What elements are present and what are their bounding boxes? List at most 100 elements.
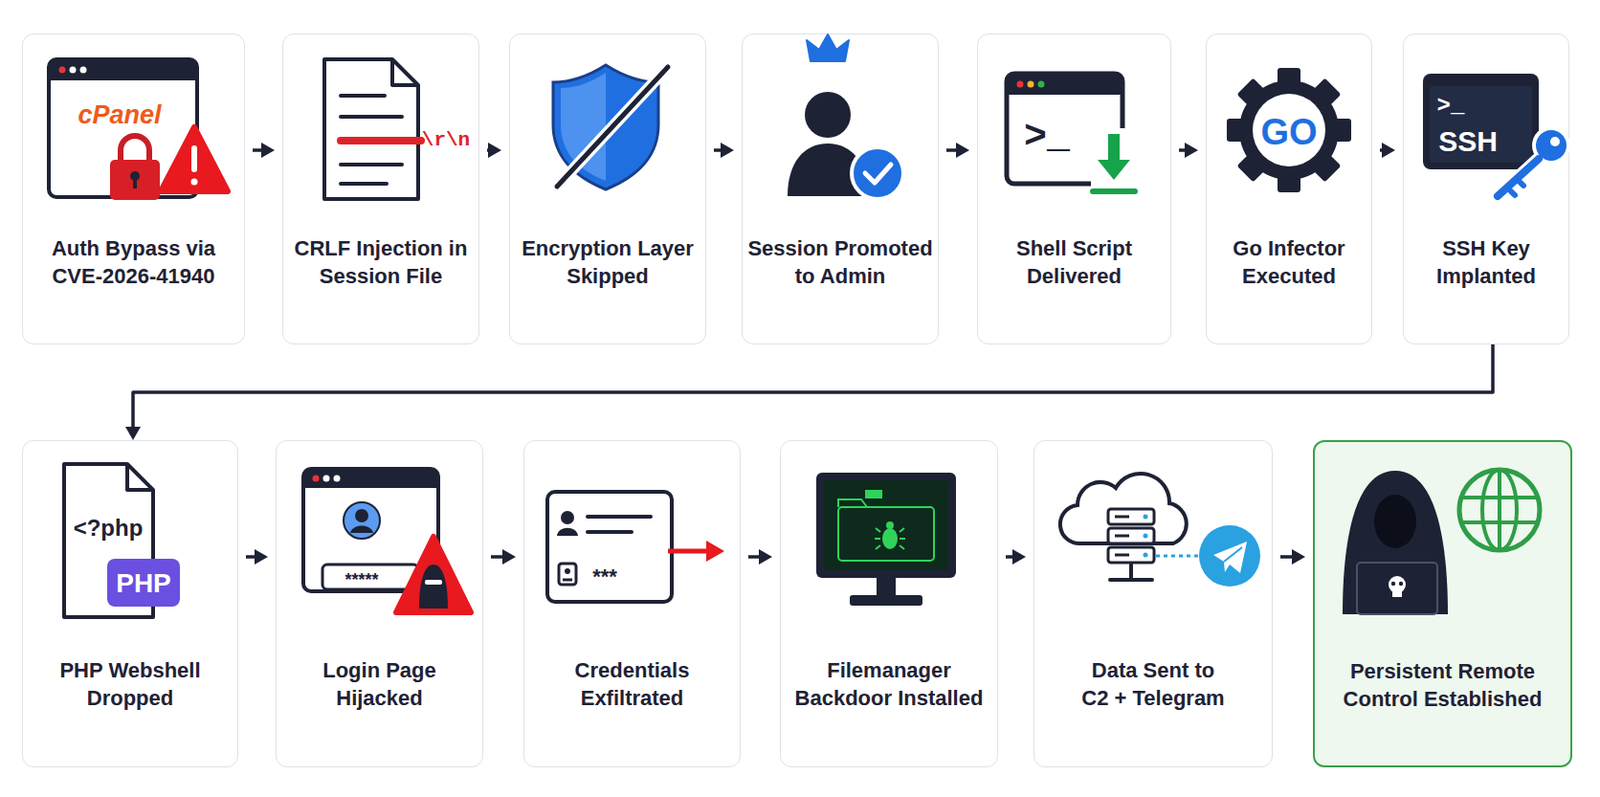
- credential-card-icon: [547, 491, 672, 602]
- monitor-icon: [816, 472, 956, 606]
- monitor-icon-part: [874, 528, 906, 550]
- monitor-icon-part: [849, 595, 923, 606]
- key-icon-part: [1497, 158, 1539, 197]
- step-text-group: Encryption Layer Skipped: [513, 235, 702, 290]
- padlock-icon: [110, 135, 160, 200]
- gear-icon-part: [1326, 118, 1352, 142]
- login-page-icon-part: [355, 509, 369, 523]
- gear-icon-part-part: [1277, 67, 1301, 93]
- flow-arrow: [1379, 142, 1396, 158]
- key-icon-part: [1550, 136, 1560, 147]
- download-arrow-part: [1108, 133, 1120, 163]
- cloud-server-icon-part: [1155, 555, 1199, 558]
- globe-icon-part: [1482, 469, 1517, 551]
- credential-card-icon-part: [560, 511, 575, 525]
- telegram-icon: [1199, 525, 1261, 587]
- step-title: PHP Webshell Dropped: [26, 657, 234, 712]
- step-title: Filemanager Backdoor Installed: [784, 657, 994, 712]
- flow-arrow: [487, 142, 502, 158]
- admin-icon-part: [865, 164, 891, 183]
- gear-icon-part: [1307, 78, 1341, 112]
- attack-step-box: CRLF Injection in Session File: [282, 33, 480, 345]
- key-icon-part: [1507, 178, 1524, 196]
- arrow-line: [1178, 148, 1189, 153]
- step-title: Encryption Layer Skipped: [513, 235, 702, 290]
- step-text-group: Data Sent to C2 + Telegram: [1038, 657, 1268, 712]
- warning-triangle-part: [191, 178, 199, 186]
- hacker-icon-part: [1399, 581, 1403, 586]
- step-text-group: Persistent Remote Control Established: [1318, 658, 1567, 713]
- cloud-server-icon-part: [1108, 528, 1155, 544]
- arrow-line: [245, 555, 259, 559]
- gear-icon-part: [1277, 67, 1301, 93]
- document-icon-part: [392, 59, 419, 86]
- shield-icon-part: [553, 65, 659, 190]
- login-page-icon-part: [333, 475, 341, 483]
- globe-icon-part: [1459, 469, 1540, 551]
- arrow-line: [1379, 148, 1386, 153]
- arrow-line: [133, 344, 1493, 431]
- globe-icon-part: [1461, 469, 1538, 551]
- shield-icon-part: [556, 66, 668, 187]
- cloud-server-icon-part: [1143, 533, 1149, 539]
- step-text-group: Login Page Hijacked: [280, 657, 479, 712]
- step-title: Go Infector Executed: [1210, 235, 1368, 290]
- monitor-icon-part: [823, 480, 949, 571]
- terminal-icon-part: [1006, 73, 1123, 184]
- download-arrow-part: [1090, 128, 1139, 200]
- monitor-icon-part: [882, 528, 898, 550]
- flow-arrow: [1280, 549, 1306, 565]
- cpanel-icon-part: [48, 59, 198, 198]
- attack-step-box: Filemanager Backdoor Installed: [779, 440, 999, 768]
- cpanel-icon-part: [48, 70, 198, 81]
- cloud-server-icon: [1060, 473, 1199, 580]
- step-title: Auth Bypass via CVE-2026-41940: [26, 235, 241, 290]
- arrow-head: [254, 549, 268, 565]
- cpanel-icon-part: [80, 66, 88, 74]
- download-arrow-part: [1092, 188, 1135, 195]
- flow-arrow: [748, 549, 773, 565]
- terminal-icon-part: [1017, 81, 1024, 89]
- login-page-icon-part: [343, 502, 380, 539]
- globe-icon: [1459, 469, 1540, 551]
- monitor-icon-part: [886, 521, 894, 530]
- flow-arrow: [713, 142, 734, 158]
- gear-icon-part-part: [1326, 118, 1352, 142]
- terminal-icon-part: [1027, 81, 1035, 89]
- step-title: Persistent Remote Control Established: [1318, 658, 1567, 713]
- gear-icon-part-part: [1307, 78, 1341, 112]
- attack-step-box: Go Infector Executed: [1205, 33, 1373, 345]
- login-page-icon-part: [303, 468, 439, 592]
- arrow-head: [955, 142, 970, 158]
- cloud-server-icon-part: [1143, 553, 1149, 558]
- warning-triangle-part: [160, 127, 228, 192]
- step-text-group: Shell Script Delivered: [981, 235, 1167, 290]
- attack-step-box: Data Sent to C2 + Telegram: [1033, 440, 1273, 768]
- terminal-icon: [1006, 73, 1123, 184]
- credential-card-icon-part: [564, 568, 571, 575]
- step-text-group: PHP Webshell Dropped: [26, 657, 234, 712]
- download-arrow-part: [1097, 159, 1131, 180]
- hacker-icon-part: [1356, 562, 1438, 615]
- gear-icon-part-part: [1237, 78, 1271, 112]
- gear-icon-part-part: [1277, 167, 1301, 193]
- cpanel-icon: [48, 59, 198, 198]
- gear-icon: [1226, 67, 1352, 193]
- document-icon-part: [324, 59, 419, 200]
- cloud-server-icon-part: [1143, 514, 1149, 520]
- flow-arrow: [245, 549, 268, 565]
- flow-arrow: [252, 142, 275, 158]
- step-text-group: Credentials Exfiltrated: [528, 657, 736, 712]
- monitor-icon-part: [876, 577, 896, 598]
- gear-icon-part: [1239, 80, 1339, 180]
- arrow-head: [720, 142, 734, 158]
- login-page-icon-part: [322, 564, 419, 590]
- warning-triangle-part: [191, 145, 198, 173]
- credential-card-icon-part: [558, 563, 577, 585]
- arrow-line: [946, 148, 960, 153]
- gear-icon-part-part: [1226, 118, 1252, 142]
- key-icon: [1495, 126, 1571, 199]
- shield-icon: [553, 65, 668, 190]
- arrow-head: [1381, 142, 1396, 158]
- download-arrow: [1090, 128, 1139, 200]
